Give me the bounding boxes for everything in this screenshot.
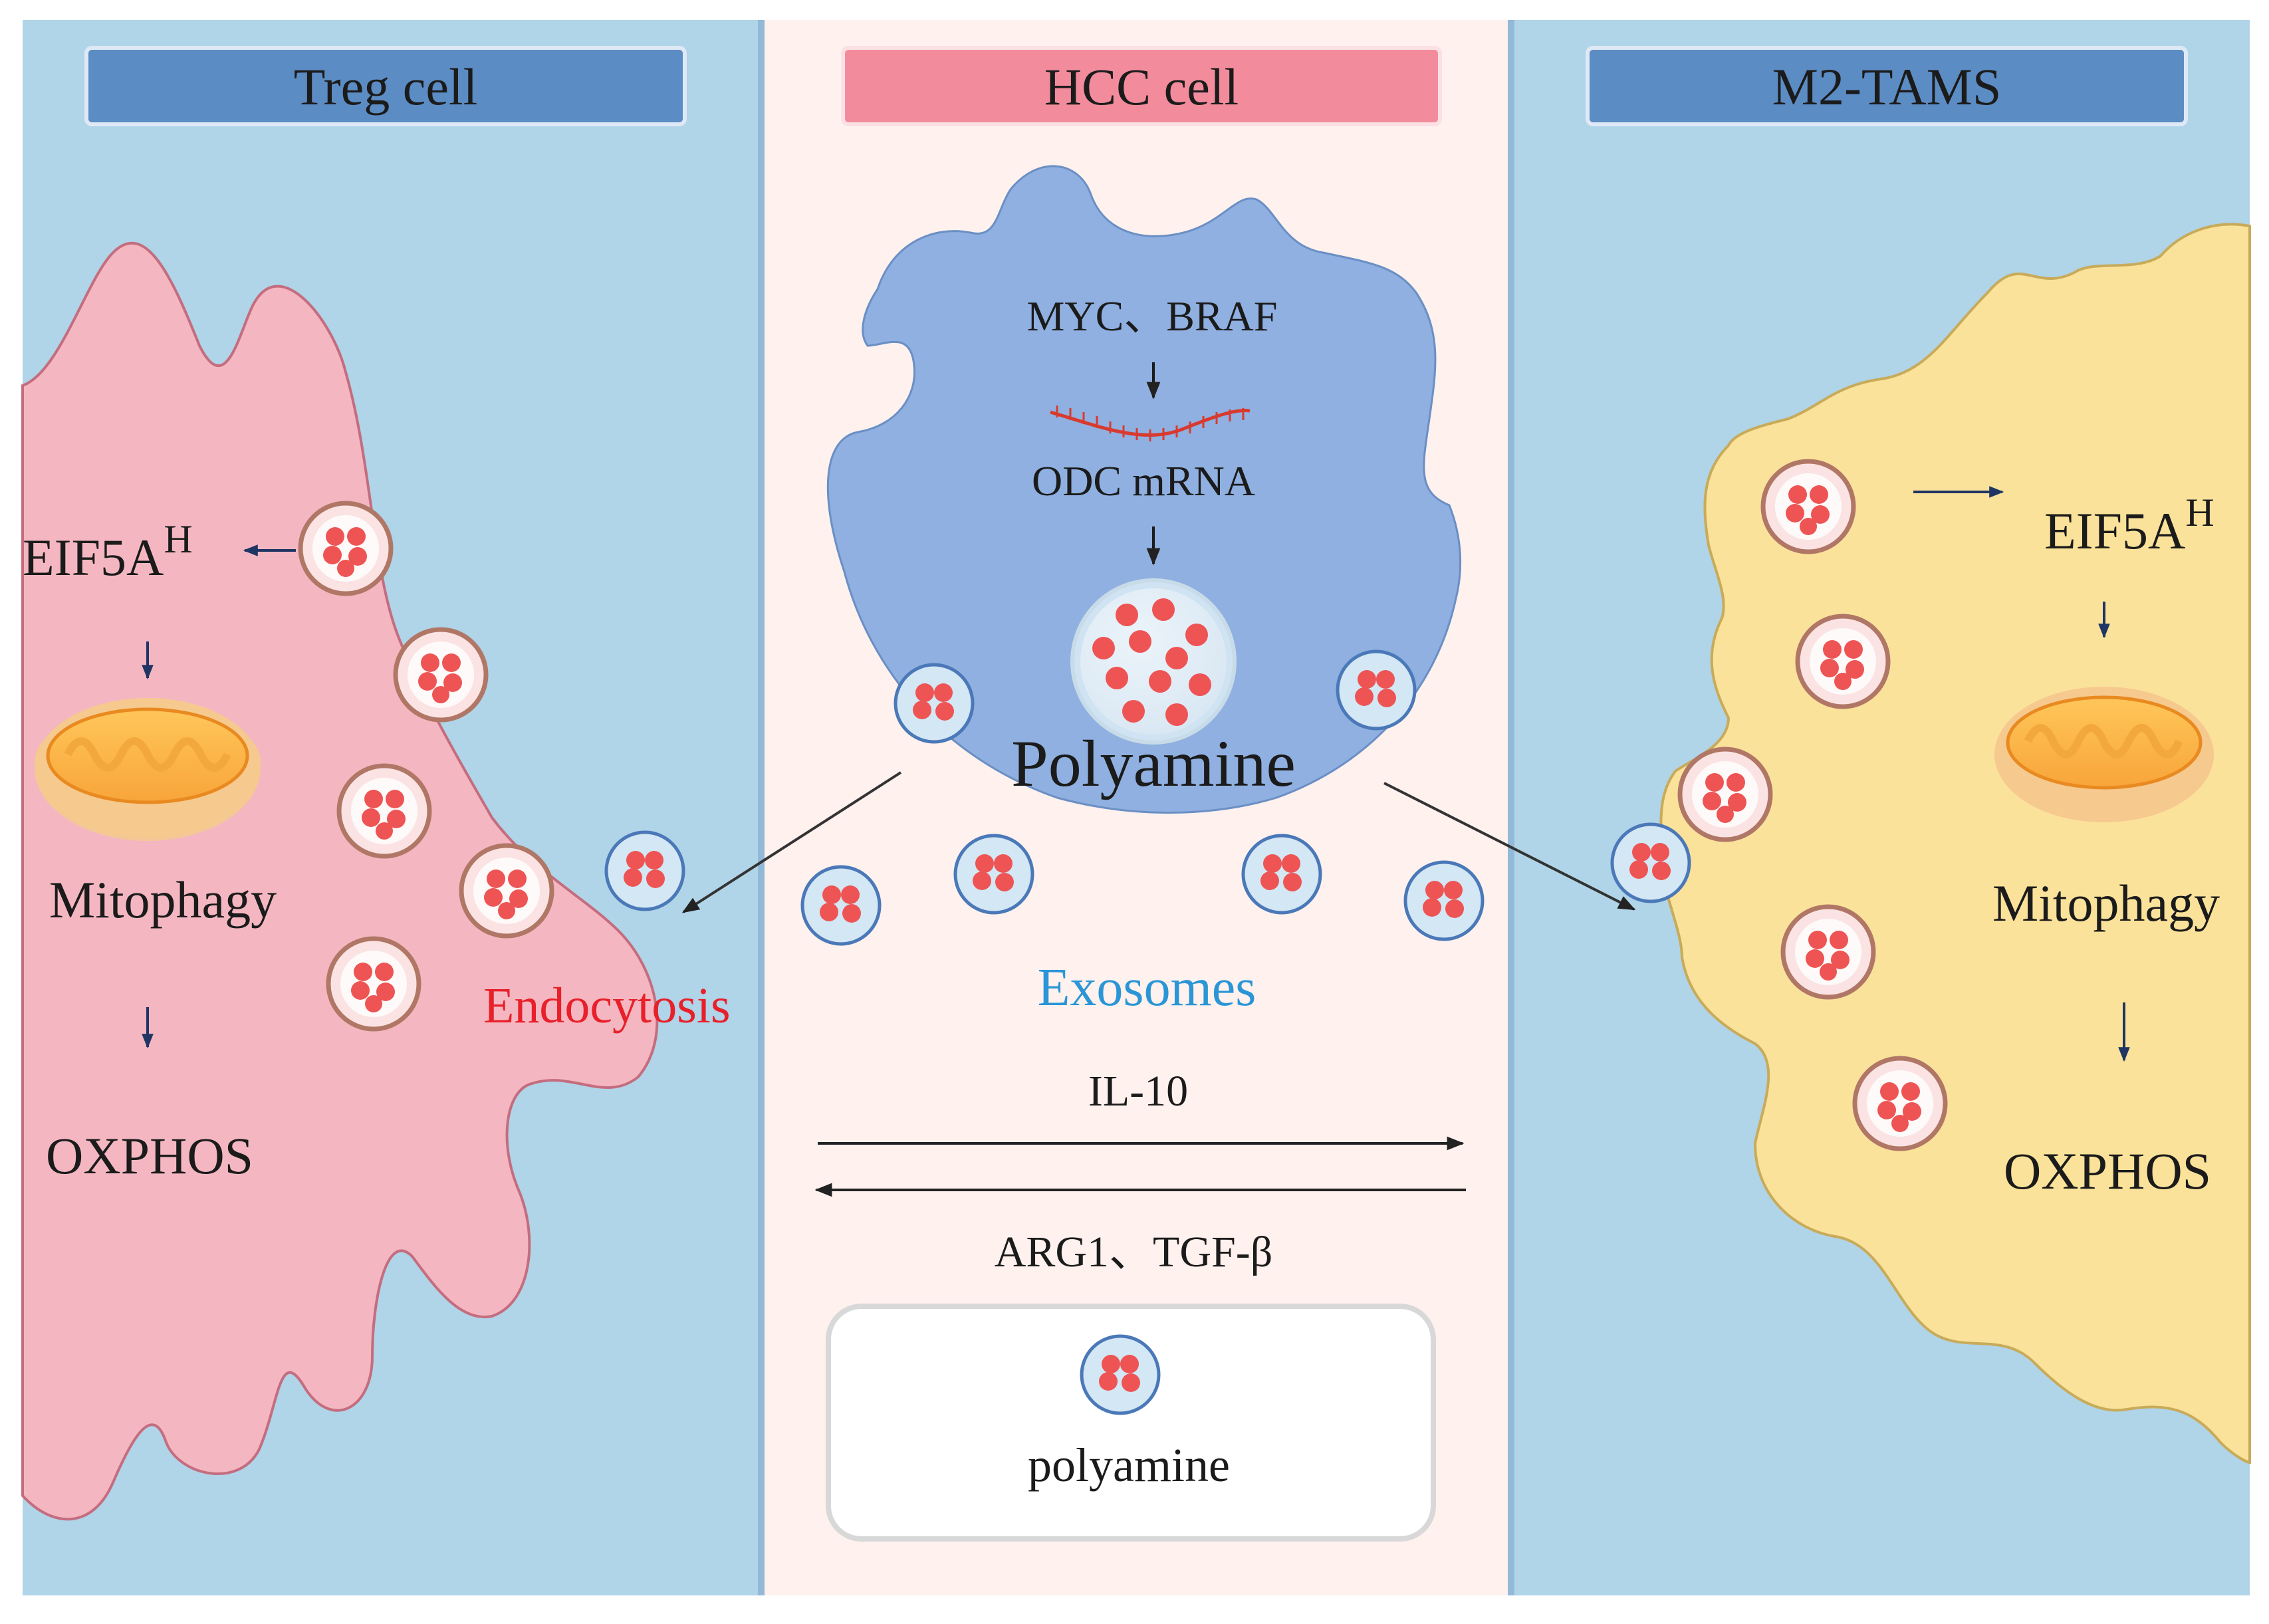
polyamine-legend-box: polyamine — [826, 1304, 1436, 1542]
hcc-odc-mrna-label: ODC mRNA — [1032, 457, 1255, 505]
treg-vesicle-1 — [298, 501, 394, 596]
tam-vesicle-4 — [1780, 904, 1876, 1000]
tam-eif5a-label: EIF5AH — [2044, 491, 2214, 560]
tam-vesicle-1 — [1760, 459, 1856, 554]
tam-title-banner: M2-TAMS — [1586, 46, 2188, 126]
tam-mitochondrion-icon — [1994, 687, 2214, 822]
exosome-vesicle-3 — [953, 834, 1034, 915]
exosomes-label: Exosomes — [1038, 959, 1256, 1017]
tam-title: M2-TAMS — [1772, 58, 2002, 116]
treg-vesicle-3 — [336, 763, 432, 859]
legend-polyamine-label: polyamine — [1028, 1439, 1230, 1492]
hcc-title-banner: HCC cell — [841, 46, 1442, 126]
treg-eif5a-label: EIF5AH — [23, 517, 193, 586]
exosome-vesicle-1 — [604, 830, 685, 911]
treg-title: Treg cell — [294, 58, 478, 116]
tam-vesicle-3 — [1677, 747, 1773, 842]
hcc-title: HCC cell — [1044, 58, 1239, 116]
tam-oxphos-label: OXPHOS — [2004, 1142, 2211, 1200]
hcc-polyamine-vesicle-large — [1070, 578, 1237, 745]
arg1-tgfb-label: ARG1、TGF-β — [995, 1228, 1273, 1276]
hcc-inner-vesicle-left — [894, 663, 975, 744]
treg-title-banner: Treg cell — [84, 46, 687, 126]
treg-vesicle-4 — [459, 843, 554, 939]
treg-mitochondrion-icon — [35, 698, 261, 841]
treg-vesicle-2 — [393, 627, 489, 723]
tam-vesicle-5 — [1852, 1056, 1948, 1151]
mrna-strand-icon — [1050, 406, 1251, 441]
panel-divider-left — [758, 20, 765, 1595]
treg-cell-body — [21, 241, 659, 1521]
legend-vesicle-icon — [1080, 1334, 1161, 1415]
il10-label: IL-10 — [1088, 1067, 1188, 1115]
exosome-vesicle-5 — [1403, 860, 1485, 941]
hcc-inner-vesicle-right — [1336, 649, 1417, 731]
treg-mitophagy-label: Mitophagy — [49, 871, 277, 929]
treg-endocytosis-label: Endocytosis — [483, 978, 731, 1034]
hcc-myc-braf-label: MYC、BRAF — [1027, 292, 1278, 340]
hcc-to-tam-arrow — [1383, 782, 1636, 911]
tam-vesicle-2 — [1795, 614, 1891, 709]
treg-vesicle-5 — [326, 936, 421, 1032]
tam-mitophagy-label: Mitophagy — [1992, 874, 2220, 932]
hcc-to-treg-arrow — [681, 771, 902, 913]
hcc-cell-body — [826, 165, 1462, 814]
exosome-vesicle-6 — [1610, 822, 1691, 903]
exosome-vesicle-4 — [1241, 834, 1322, 915]
panel-divider-right — [1508, 20, 1514, 1595]
treg-oxphos-label: OXPHOS — [46, 1127, 253, 1185]
exosome-vesicle-2 — [800, 865, 882, 946]
hcc-polyamine-label: Polyamine — [1011, 727, 1296, 800]
